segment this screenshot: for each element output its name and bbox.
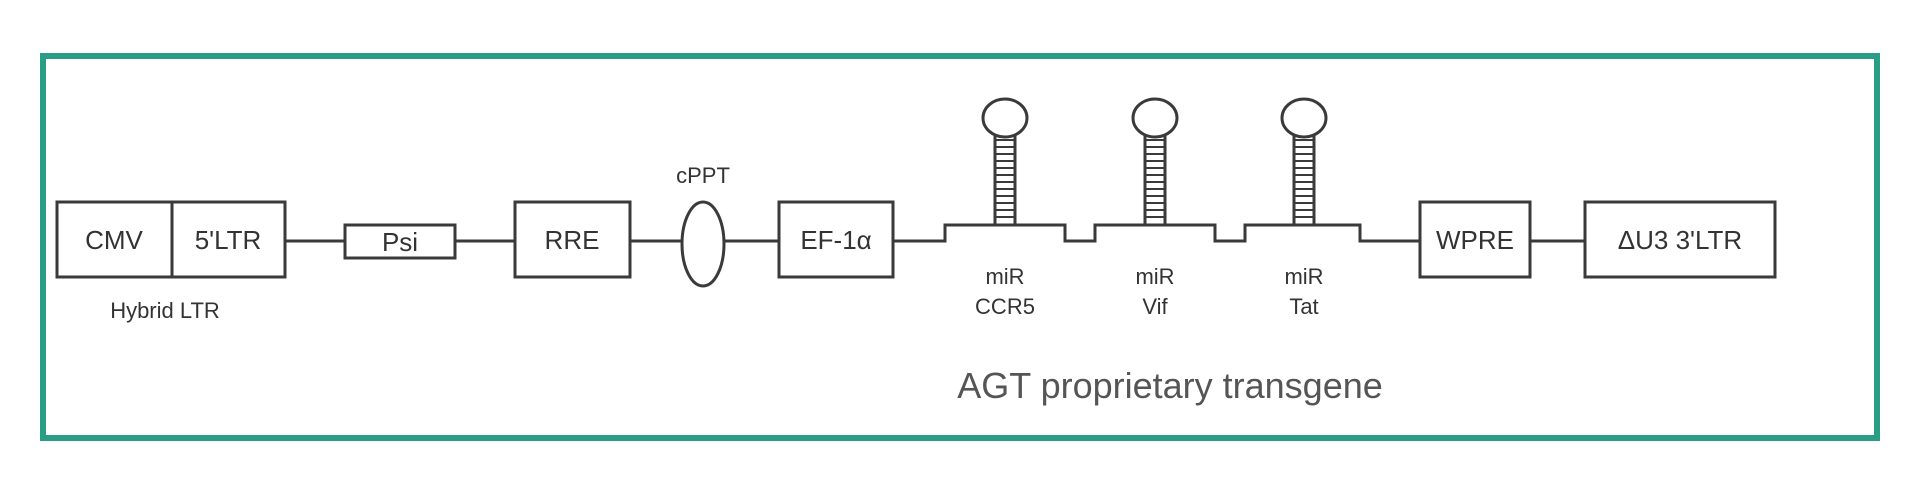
mir-ccr5-label-2: CCR5 <box>975 294 1035 319</box>
cppt-block: cPPT <box>676 163 730 288</box>
backbone-line <box>285 223 1585 243</box>
mir-tat-hairpin: miR Tat <box>1280 97 1328 319</box>
wpre-box <box>1418 200 1532 279</box>
ltr5-label: 5'LTR <box>195 225 262 255</box>
mir-vif-hairpin: miR Vif <box>1131 97 1179 319</box>
psi-label: Psi <box>382 227 418 257</box>
ltr3-block: ΔU3 3'LTR <box>1583 200 1777 279</box>
rre-box <box>513 200 632 279</box>
hybrid-ltr-label: Hybrid LTR <box>110 298 220 323</box>
cppt-label: cPPT <box>676 163 730 188</box>
hybrid-ltr-block: CMV 5'LTR Hybrid LTR <box>55 200 287 323</box>
mir-ccr5-loop <box>981 97 1029 139</box>
wpre-block: WPRE <box>1418 200 1532 279</box>
ef1a-box <box>777 200 895 279</box>
rre-block: RRE <box>513 200 632 279</box>
psi-box <box>343 223 457 260</box>
mir-ccr5-hairpin: miR CCR5 <box>975 97 1035 319</box>
mir-vif-label-1: miR <box>1135 264 1174 289</box>
cppt-ellipse <box>680 200 726 288</box>
psi-block: Psi <box>343 223 457 260</box>
wpre-label: WPRE <box>1436 225 1514 255</box>
mir-vif-label-2: Vif <box>1142 294 1168 319</box>
ltr3-box <box>1583 200 1777 279</box>
ltr3-label: ΔU3 3'LTR <box>1618 225 1742 255</box>
ef1a-block: EF-1α <box>777 200 895 279</box>
cmv-label: CMV <box>85 225 143 255</box>
mir-ccr5-label-1: miR <box>985 264 1024 289</box>
mir-tat-label-1: miR <box>1284 264 1323 289</box>
mir-tat-label-2: Tat <box>1289 294 1318 319</box>
transgene-caption: AGT proprietary transgene <box>957 365 1383 406</box>
ef1a-label: EF-1α <box>800 225 871 255</box>
mir-vif-loop <box>1131 97 1179 139</box>
mir-tat-loop <box>1280 97 1328 139</box>
diagram-frame <box>40 53 1880 441</box>
rre-label: RRE <box>545 225 600 255</box>
